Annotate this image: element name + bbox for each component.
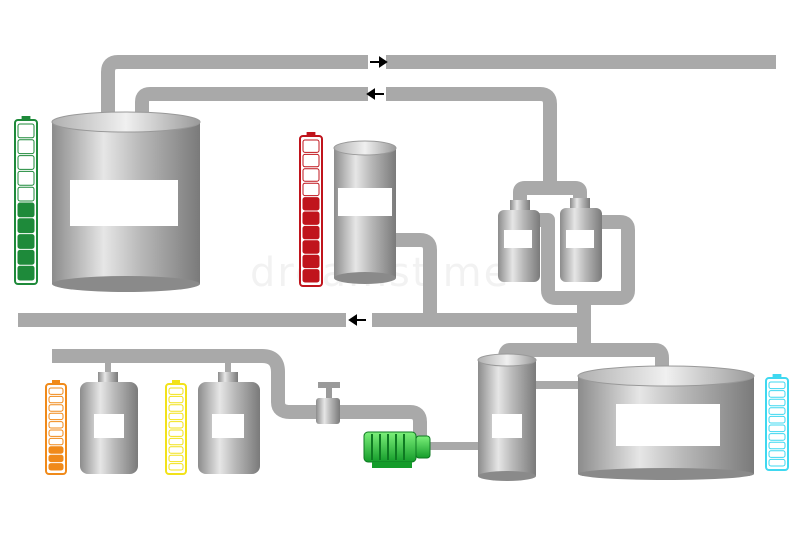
level-segment-empty — [768, 424, 786, 433]
battery-cap — [172, 380, 180, 384]
level-segment-empty — [168, 429, 184, 437]
level-segment-empty — [168, 437, 184, 446]
level-segment-filled — [48, 454, 64, 463]
arrow-in-middle-icon — [348, 314, 366, 326]
level-segment-empty — [17, 123, 35, 139]
pipe-top-return-right — [386, 87, 557, 188]
pipe-top-out — [101, 55, 368, 120]
level-segment-empty — [17, 155, 35, 170]
pipes — [18, 55, 776, 450]
column-tank-center — [333, 140, 397, 284]
level-segment-filled — [302, 211, 320, 225]
level-segment-filled — [302, 254, 320, 269]
level-segment-empty — [768, 407, 786, 415]
level-segment-filled — [48, 446, 64, 454]
tank-label-box — [70, 180, 178, 226]
level-segment-filled — [17, 234, 35, 249]
level-segment-empty — [168, 463, 184, 471]
level-segment-empty — [768, 415, 786, 424]
tank-label-box — [504, 230, 532, 248]
level-segment-empty — [168, 387, 184, 395]
level-segment-empty — [168, 446, 184, 454]
tank-label-box — [338, 188, 392, 216]
level-segment-empty — [17, 170, 35, 186]
level-segment-empty — [17, 186, 35, 202]
level-segment-filled — [48, 463, 64, 471]
level-orange-indicator — [45, 380, 67, 475]
level-segment-empty — [768, 390, 786, 398]
level-segment-empty — [48, 421, 64, 429]
storage-tank-left — [51, 111, 201, 292]
tank-label-box — [94, 414, 124, 438]
battery-cap — [772, 374, 782, 378]
level-segment-empty — [48, 404, 64, 412]
pipe-top-return — [135, 87, 368, 122]
level-segment-empty — [168, 421, 184, 429]
flow-arrows — [348, 56, 388, 326]
valve-icon[interactable] — [316, 382, 340, 424]
filter-small-left — [498, 200, 540, 282]
level-segment-filled — [17, 265, 35, 281]
pump-icon[interactable] — [363, 431, 431, 468]
battery-cap — [21, 116, 31, 120]
level-segment-empty — [302, 153, 320, 168]
level-cyan-indicator — [765, 374, 789, 471]
level-segment-empty — [48, 412, 64, 421]
battery-cap — [306, 132, 316, 136]
tank-label-box — [616, 404, 720, 446]
tank-label-box — [492, 414, 522, 438]
level-segment-empty — [768, 458, 786, 467]
level-segment-filled — [17, 218, 35, 234]
pipe-mixer-to-right — [560, 343, 669, 372]
storage-tank-right — [577, 365, 755, 480]
level-segment-empty — [17, 139, 35, 155]
level-segment-empty — [48, 437, 64, 446]
level-segment-filled — [302, 225, 320, 240]
level-segment-filled — [302, 197, 320, 211]
tank-label-box — [566, 230, 594, 248]
level-yellow-indicator — [165, 380, 187, 475]
pipe-filter-loop-left — [530, 213, 590, 305]
level-segment-empty — [168, 404, 184, 412]
level-segment-empty — [48, 395, 64, 404]
level-segment-empty — [768, 433, 786, 441]
vessel-bottom-1 — [80, 372, 138, 474]
mixer-tank — [477, 353, 537, 481]
level-green-indicator — [14, 116, 38, 285]
tank-label-box — [212, 414, 244, 438]
level-segment-empty — [302, 168, 320, 182]
arrow-in-top-icon — [366, 88, 384, 100]
pipe-filter-manifold — [513, 181, 587, 205]
level-segment-filled — [302, 269, 320, 283]
pipe-column-out — [395, 233, 437, 320]
filter-small-right — [560, 198, 602, 282]
vessel-bottom-2 — [198, 372, 260, 474]
level-segment-empty — [48, 429, 64, 437]
level-segment-empty — [302, 182, 320, 197]
level-segment-empty — [48, 387, 64, 395]
level-segment-empty — [302, 139, 320, 153]
level-indicators — [14, 116, 789, 475]
level-segment-filled — [17, 202, 35, 218]
pipe-bottom-header — [52, 349, 427, 438]
level-segment-empty — [768, 441, 786, 450]
level-segment-empty — [768, 381, 786, 390]
level-segment-filled — [17, 249, 35, 265]
level-segment-empty — [168, 395, 184, 404]
pipe-filter-loop-right — [590, 215, 635, 305]
battery-cap — [52, 380, 60, 384]
level-segment-filled — [302, 240, 320, 254]
arrow-out-top-icon — [370, 56, 388, 68]
level-segment-empty — [768, 398, 786, 407]
level-segment-empty — [168, 412, 184, 421]
level-segment-empty — [768, 450, 786, 458]
level-segment-empty — [168, 454, 184, 463]
level-red-indicator — [299, 132, 323, 287]
